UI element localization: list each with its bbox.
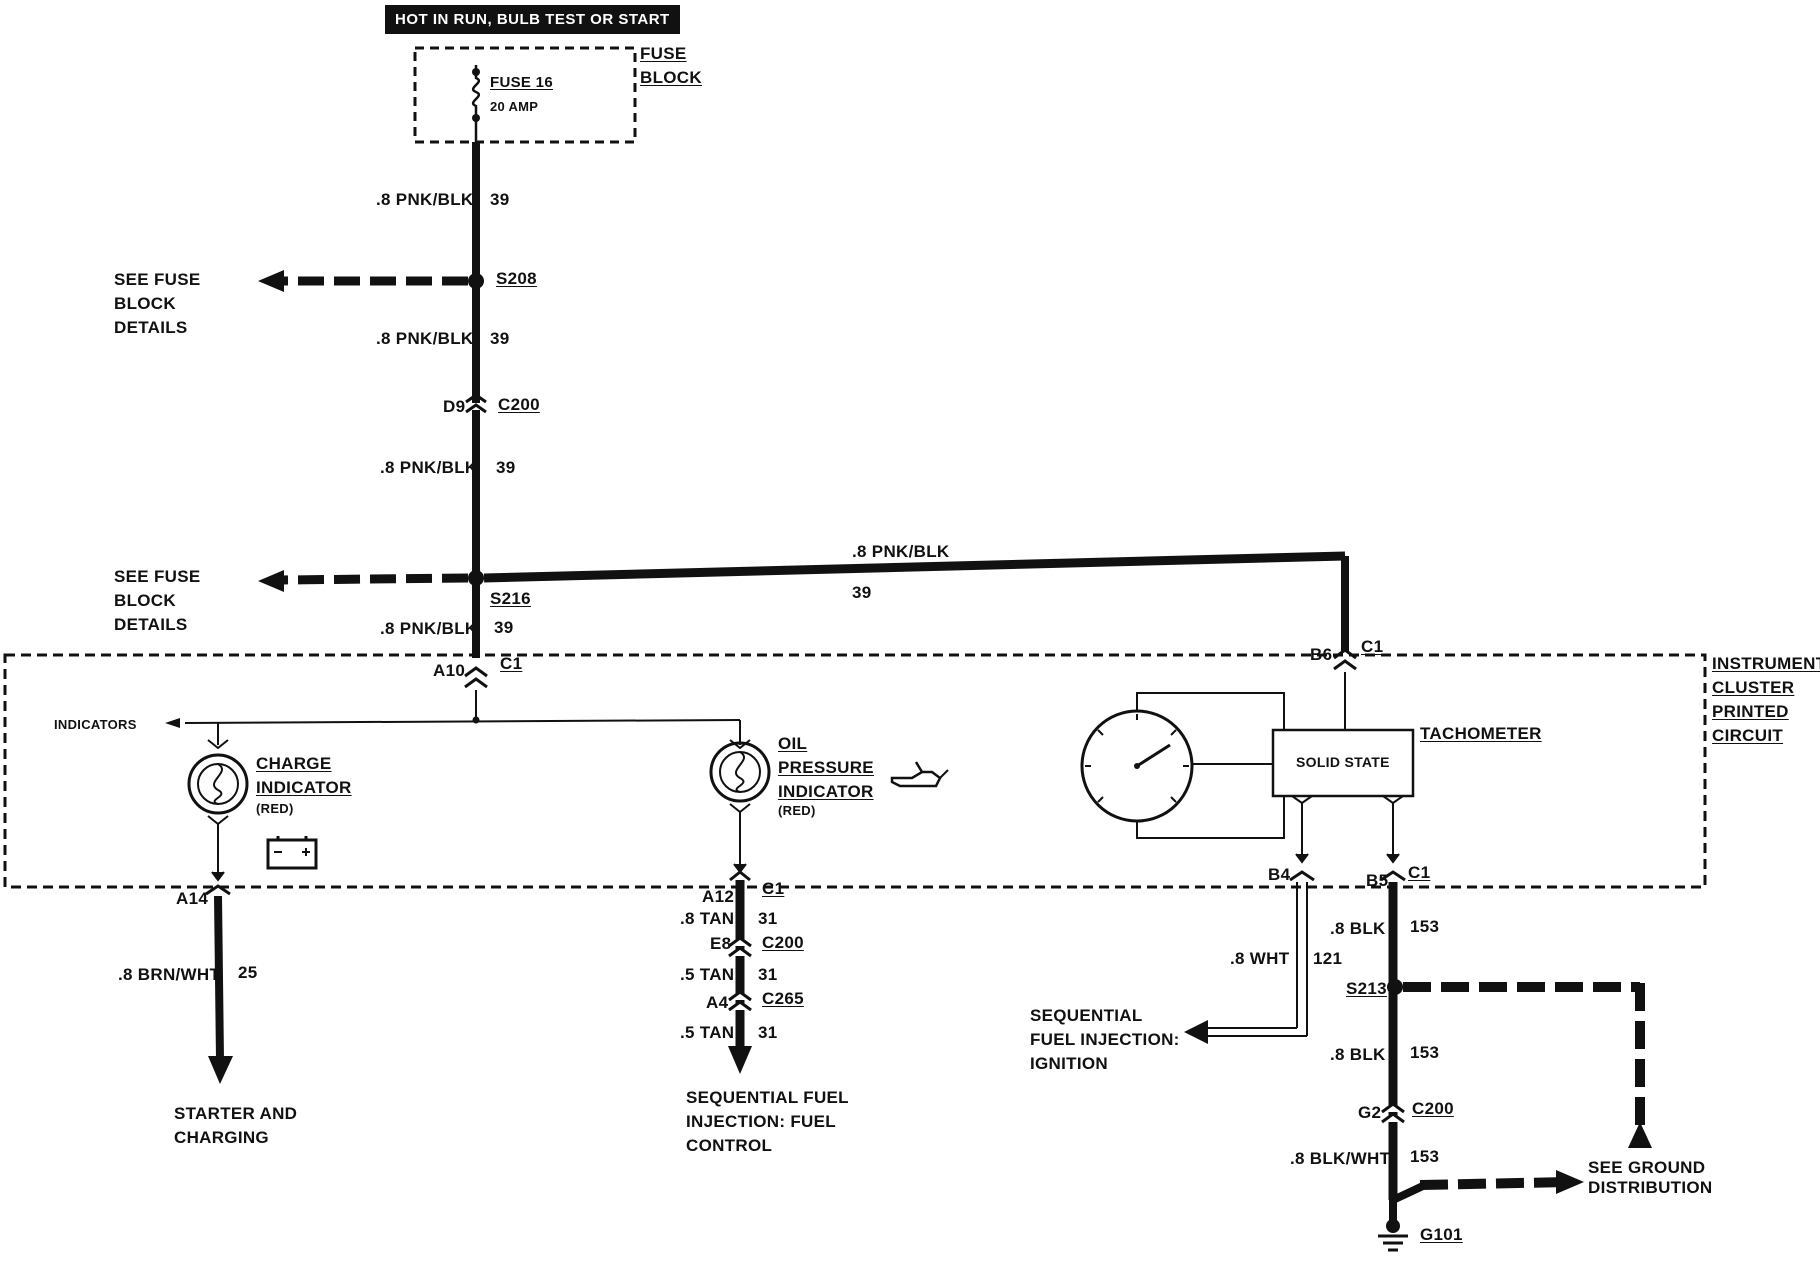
circuit-31-3: 31 xyxy=(758,1023,778,1042)
circuit-153-2: 153 xyxy=(1410,1043,1440,1062)
connector-c1-label-1: C1 xyxy=(500,654,523,673)
wire-label-pnk-3: .8 PNK/BLK xyxy=(380,458,478,477)
wire-25 xyxy=(214,895,224,1061)
fuse-rating: 20 AMP xyxy=(490,99,539,114)
circuit-153-3: 153 xyxy=(1410,1147,1440,1166)
charge-indicator-label: CHARGE INDICATOR xyxy=(256,754,352,797)
wire-label-pnk-1: .8 PNK/BLK xyxy=(376,190,474,209)
wire-label-blk-2: .8 BLK xyxy=(1330,1045,1386,1064)
circuit-39-tach: 39 xyxy=(852,583,872,602)
solid-state-label: SOLID STATE xyxy=(1296,754,1390,770)
wire-label-brn-wht: .8 BRN/WHT xyxy=(118,965,221,984)
wire-label-pnk-tach: .8 PNK/BLK xyxy=(852,542,950,561)
arrow-see-fuse-1 xyxy=(258,270,284,292)
connector-c1-b6 xyxy=(1333,648,1357,671)
arrow-ground-dist xyxy=(1628,1122,1652,1148)
arrow-ground xyxy=(1556,1170,1584,1194)
wire-label-wht: .8 WHT xyxy=(1230,949,1290,968)
splice-s213 xyxy=(1387,979,1403,995)
arrow-see-fuse-2 xyxy=(258,570,284,592)
instrument-cluster-label: INSTRUMENT CLUSTER PRINTED CIRCUIT xyxy=(1712,654,1820,745)
connector-a12 xyxy=(729,870,751,882)
oil-indicator-color: (RED) xyxy=(778,803,816,818)
circuit-25: 25 xyxy=(238,963,258,982)
connector-d9-label: D9 xyxy=(443,397,466,416)
ground-g101-label: G101 xyxy=(1420,1225,1463,1244)
tachometer-label: TACHOMETER xyxy=(1420,724,1542,743)
fuse-block-label: FUSE BLOCK xyxy=(640,44,702,87)
circuit-153-1: 153 xyxy=(1410,917,1440,936)
circuit-39-3: 39 xyxy=(496,458,516,477)
connector-c1-label-2: C1 xyxy=(1361,637,1384,656)
connector-b6-label: B6 xyxy=(1310,645,1333,664)
connector-b4 xyxy=(1289,870,1315,882)
connector-c200-label-3: C200 xyxy=(1412,1099,1454,1118)
splice-s208 xyxy=(468,273,484,289)
connector-b4-label: B4 xyxy=(1268,865,1291,884)
connector-c200-label-2: C200 xyxy=(762,933,804,952)
wire-label-tan8: .8 TAN xyxy=(680,909,735,928)
fuse-symbol xyxy=(471,65,481,122)
connector-a14 xyxy=(205,884,231,896)
instrument-cluster-box xyxy=(3,653,1707,889)
solid-state-box xyxy=(1271,728,1415,798)
oil-pressure-indicator-label: OIL PRESSURE INDICATOR xyxy=(778,734,874,801)
wire-label-tan5-2: .5 TAN xyxy=(680,1023,735,1042)
wire-label-blk-wht: .8 BLK/WHT xyxy=(1290,1149,1391,1168)
connector-a4-label: A4 xyxy=(706,993,729,1012)
wire-label-pnk-2: .8 PNK/BLK xyxy=(376,329,474,348)
circuit-39-2: 39 xyxy=(490,329,510,348)
destination-sfi-ignition: SEQUENTIAL FUEL INJECTION: IGNITION xyxy=(1030,1006,1180,1073)
splice-s213-label: S213 xyxy=(1346,979,1387,998)
connector-c1-label-3: C1 xyxy=(762,879,785,898)
arrow-ignition xyxy=(1184,1020,1208,1044)
connector-a14-label: A14 xyxy=(176,889,209,908)
wire-label-tan5-1: .5 TAN xyxy=(680,965,735,984)
charge-indicator-color: (RED) xyxy=(256,801,294,816)
destination-sfi-fuel-control: SEQUENTIAL FUEL INJECTION: FUEL CONTROL xyxy=(686,1088,849,1155)
circuit-31-2: 31 xyxy=(758,965,778,984)
oil-pressure-indicator-bulb xyxy=(709,741,771,803)
wire-39-to-tach xyxy=(483,551,1346,583)
battery-icon xyxy=(266,836,318,870)
connector-c200-d9 xyxy=(465,393,487,414)
oil-can-icon xyxy=(890,761,949,788)
connector-c265-label: C265 xyxy=(762,989,804,1008)
destination-ground-distribution: SEE GROUND DISTRIBUTION xyxy=(1588,1158,1713,1197)
connector-e8-label: E8 xyxy=(710,934,732,953)
connector-b5 xyxy=(1380,870,1406,882)
charge-indicator-bulb xyxy=(187,753,249,815)
circuit-121: 121 xyxy=(1313,949,1343,968)
connector-g2 xyxy=(1381,1102,1405,1124)
connector-b5-label: B5 xyxy=(1366,871,1389,890)
splice-s216 xyxy=(468,570,484,586)
indicators-label: INDICATORS xyxy=(54,717,137,732)
circuit-31-1: 31 xyxy=(758,909,778,928)
connector-g2-label: G2 xyxy=(1358,1103,1382,1122)
circuit-39-4: 39 xyxy=(494,618,514,637)
header-hot-in-run: HOT IN RUN, BULB TEST OR START xyxy=(385,5,680,34)
arrow-indicators xyxy=(165,718,180,728)
wire-label-blk-1: .8 BLK xyxy=(1330,919,1386,938)
destination-starter: STARTER AND CHARGING xyxy=(174,1104,298,1147)
connector-c1-a10 xyxy=(464,666,488,689)
connector-a10-label: A10 xyxy=(433,661,466,680)
connector-c1-label-4: C1 xyxy=(1408,863,1431,882)
connector-e8 xyxy=(728,936,752,958)
wire-label-pnk-4: .8 PNK/BLK xyxy=(380,619,478,638)
circuit-39-1: 39 xyxy=(490,190,510,209)
connector-a4 xyxy=(728,990,752,1012)
see-fuse-details-1: SEE FUSE BLOCK DETAILS xyxy=(114,270,201,337)
fuse-16-label: FUSE 16 xyxy=(490,74,553,91)
connector-c200-label-1: C200 xyxy=(498,395,540,414)
connector-a12-label: A12 xyxy=(702,887,735,906)
fuse-block-box xyxy=(413,46,637,144)
splice-s216-label: S216 xyxy=(490,589,531,608)
see-fuse-details-2: SEE FUSE BLOCK DETAILS xyxy=(114,567,201,634)
splice-s208-label: S208 xyxy=(496,269,537,288)
